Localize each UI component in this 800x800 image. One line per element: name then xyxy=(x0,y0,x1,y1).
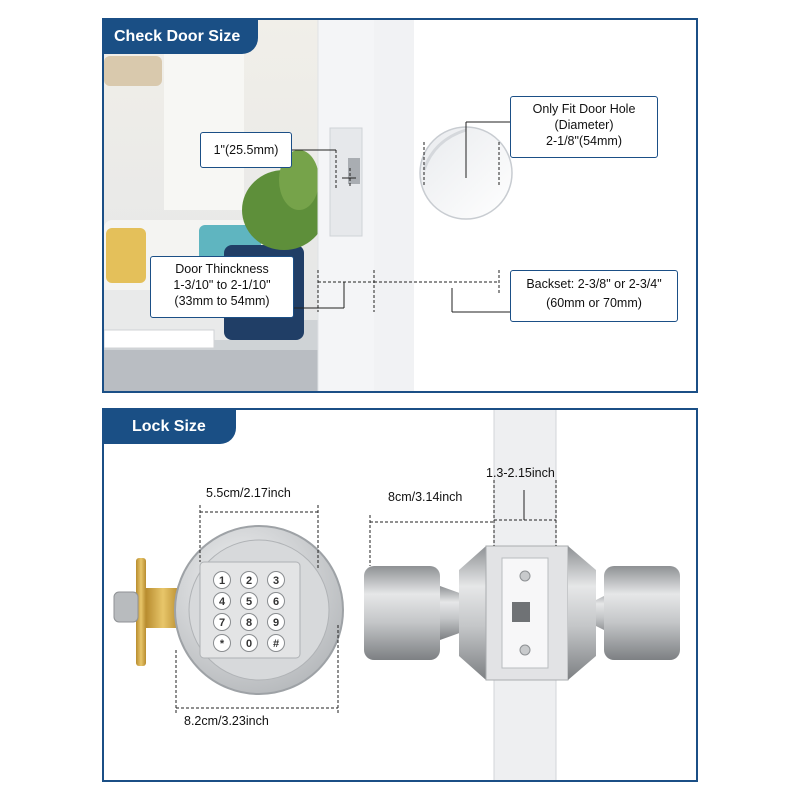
backset-line-2: (60mm or 70mm) xyxy=(546,296,642,310)
keypad-key-3 xyxy=(267,571,285,589)
door-face xyxy=(374,20,696,391)
door-thickness-callout: Door Thinckness 1-3/10" to 2-1/10" (33mm… xyxy=(150,256,294,318)
rose-diameter-label: 8.2cm/3.23inch xyxy=(184,714,269,728)
keypad-key-4 xyxy=(213,592,231,610)
check-door-size-panel: Check Door Size xyxy=(102,18,698,393)
latch-tongue xyxy=(512,602,530,622)
lamp-shade xyxy=(104,56,162,86)
right-knob xyxy=(604,566,680,660)
knob-length-label: 8cm/3.14inch xyxy=(388,490,463,504)
edge-bore-callout: 1"(25.5mm) xyxy=(200,132,292,168)
keypad-key-label: 9 xyxy=(273,617,279,629)
keypad-key-6 xyxy=(267,592,285,610)
hole-line-2: (Diameter) xyxy=(554,118,614,132)
keypad-key-label: * xyxy=(220,638,225,650)
keypad-lock xyxy=(113,525,344,695)
keypad-key-7 xyxy=(213,613,231,631)
screw-top xyxy=(519,570,531,582)
keypad-key-0 xyxy=(240,634,258,652)
lock-size-tab: Lock Size xyxy=(104,410,236,444)
keypad-key-2 xyxy=(240,571,258,589)
lock-illustration: 1 2 3 4 5 6 7 8 9 * 0 # xyxy=(113,410,680,780)
dimension-lines xyxy=(291,121,512,313)
keypad-key-label: # xyxy=(273,638,279,650)
right-rose xyxy=(568,546,596,680)
keypad-key-label: 0 xyxy=(246,638,252,650)
keypad-key-9 xyxy=(267,613,285,631)
knob-lock xyxy=(364,545,680,681)
lock-size-panel: Lock Size xyxy=(102,408,698,782)
keypad-key-label: 8 xyxy=(246,617,252,629)
door-thickness-label: 1.3-2.15inch xyxy=(486,466,555,480)
keypad-key-label: 5 xyxy=(246,596,252,608)
keypad-key-8 xyxy=(240,613,258,631)
keypad-key-hash xyxy=(267,634,285,652)
thickness-line-3: (33mm to 54mm) xyxy=(174,294,270,308)
door-illustration xyxy=(104,20,696,391)
hole-line-1: Only Fit Door Hole xyxy=(532,102,636,116)
thickness-line-1: Door Thinckness xyxy=(175,262,269,276)
lock-dimension-lines xyxy=(175,480,557,715)
rug xyxy=(104,350,318,391)
keypad-key-label: 3 xyxy=(273,575,279,587)
latch-plate xyxy=(136,558,146,666)
thickness-line-2: 1-3/10" to 2-1/10" xyxy=(173,278,271,292)
keypad-key-label: 7 xyxy=(219,617,225,629)
latch-bolt xyxy=(113,591,139,623)
keypad-key-label: 1 xyxy=(219,575,225,587)
keypad-key-label: 2 xyxy=(246,575,252,587)
keypad-key-label: 6 xyxy=(273,596,279,608)
keypad-keys: 1 2 3 4 5 6 7 8 9 * 0 # xyxy=(213,571,285,652)
pillow-yellow xyxy=(106,228,146,283)
backset-callout: Backset: 2-3/8" or 2-3/4" (60mm or 70mm) xyxy=(510,270,678,322)
left-knob xyxy=(364,566,440,660)
check-door-size-tab: Check Door Size xyxy=(104,20,259,54)
keypad-key-star xyxy=(213,634,231,652)
keypad-key-1 xyxy=(213,571,231,589)
left-rose xyxy=(459,546,486,680)
screw-bottom xyxy=(519,644,531,656)
keypad-width-label: 5.5cm/2.17inch xyxy=(206,486,291,500)
backset-line-1: Backset: 2-3/8" or 2-3/4" xyxy=(526,277,662,291)
keypad-key-label: 4 xyxy=(219,596,226,608)
hole-line-3: 2-1/8"(54mm) xyxy=(546,134,622,148)
keypad-key-5 xyxy=(240,592,258,610)
window-curtain xyxy=(164,50,244,210)
edge-bore-text: 1"(25.5mm) xyxy=(213,143,279,157)
coffee-table xyxy=(104,329,215,349)
hole-diameter-callout: Only Fit Door Hole (Diameter) 2-1/8"(54m… xyxy=(510,96,658,158)
door-face-shade xyxy=(374,20,414,391)
